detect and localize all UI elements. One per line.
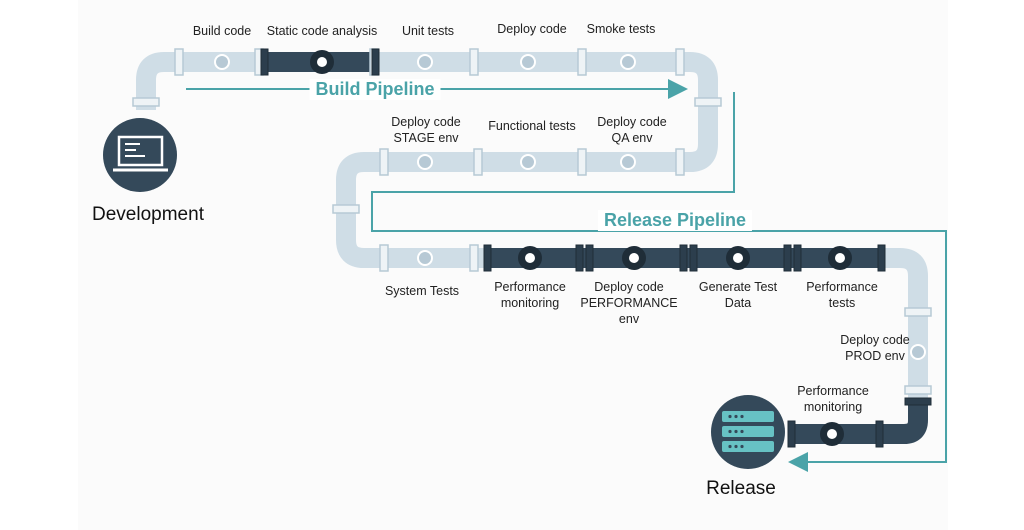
build-pipeline-title: Build Pipeline bbox=[309, 79, 441, 100]
stage-label: Performance monitoring bbox=[797, 384, 869, 414]
server-icon bbox=[711, 395, 785, 469]
release-pipeline-title: Release Pipeline bbox=[597, 210, 753, 231]
release-label: Release bbox=[706, 478, 776, 499]
stage-label: Static code analysis bbox=[266, 24, 378, 38]
stage-label: Functional tests bbox=[488, 119, 576, 133]
stage-label: Deploy code STAGE env bbox=[391, 115, 461, 145]
stage-label: Performance tests bbox=[806, 280, 878, 310]
stage-label: Performance monitoring bbox=[494, 280, 566, 310]
stage-label: Generate Test Data bbox=[698, 280, 778, 310]
dark-couplings bbox=[260, 48, 932, 448]
stage-label: Unit tests bbox=[401, 24, 455, 38]
stage-label: Build code bbox=[192, 24, 252, 38]
stage-label: System Tests bbox=[384, 284, 460, 298]
laptop-icon bbox=[103, 118, 177, 192]
valve-nodes bbox=[214, 50, 926, 446]
development-label: Development bbox=[92, 204, 204, 225]
stage-label: Smoke tests bbox=[586, 22, 656, 36]
stage-label: Deploy code PERFORMANCE env bbox=[580, 280, 678, 326]
release-pipeline-arrow bbox=[371, 222, 947, 472]
stage-label: Deploy code PROD env bbox=[840, 333, 910, 363]
stage-label: Deploy code QA env bbox=[597, 115, 667, 145]
stage-label: Deploy code bbox=[497, 22, 567, 36]
